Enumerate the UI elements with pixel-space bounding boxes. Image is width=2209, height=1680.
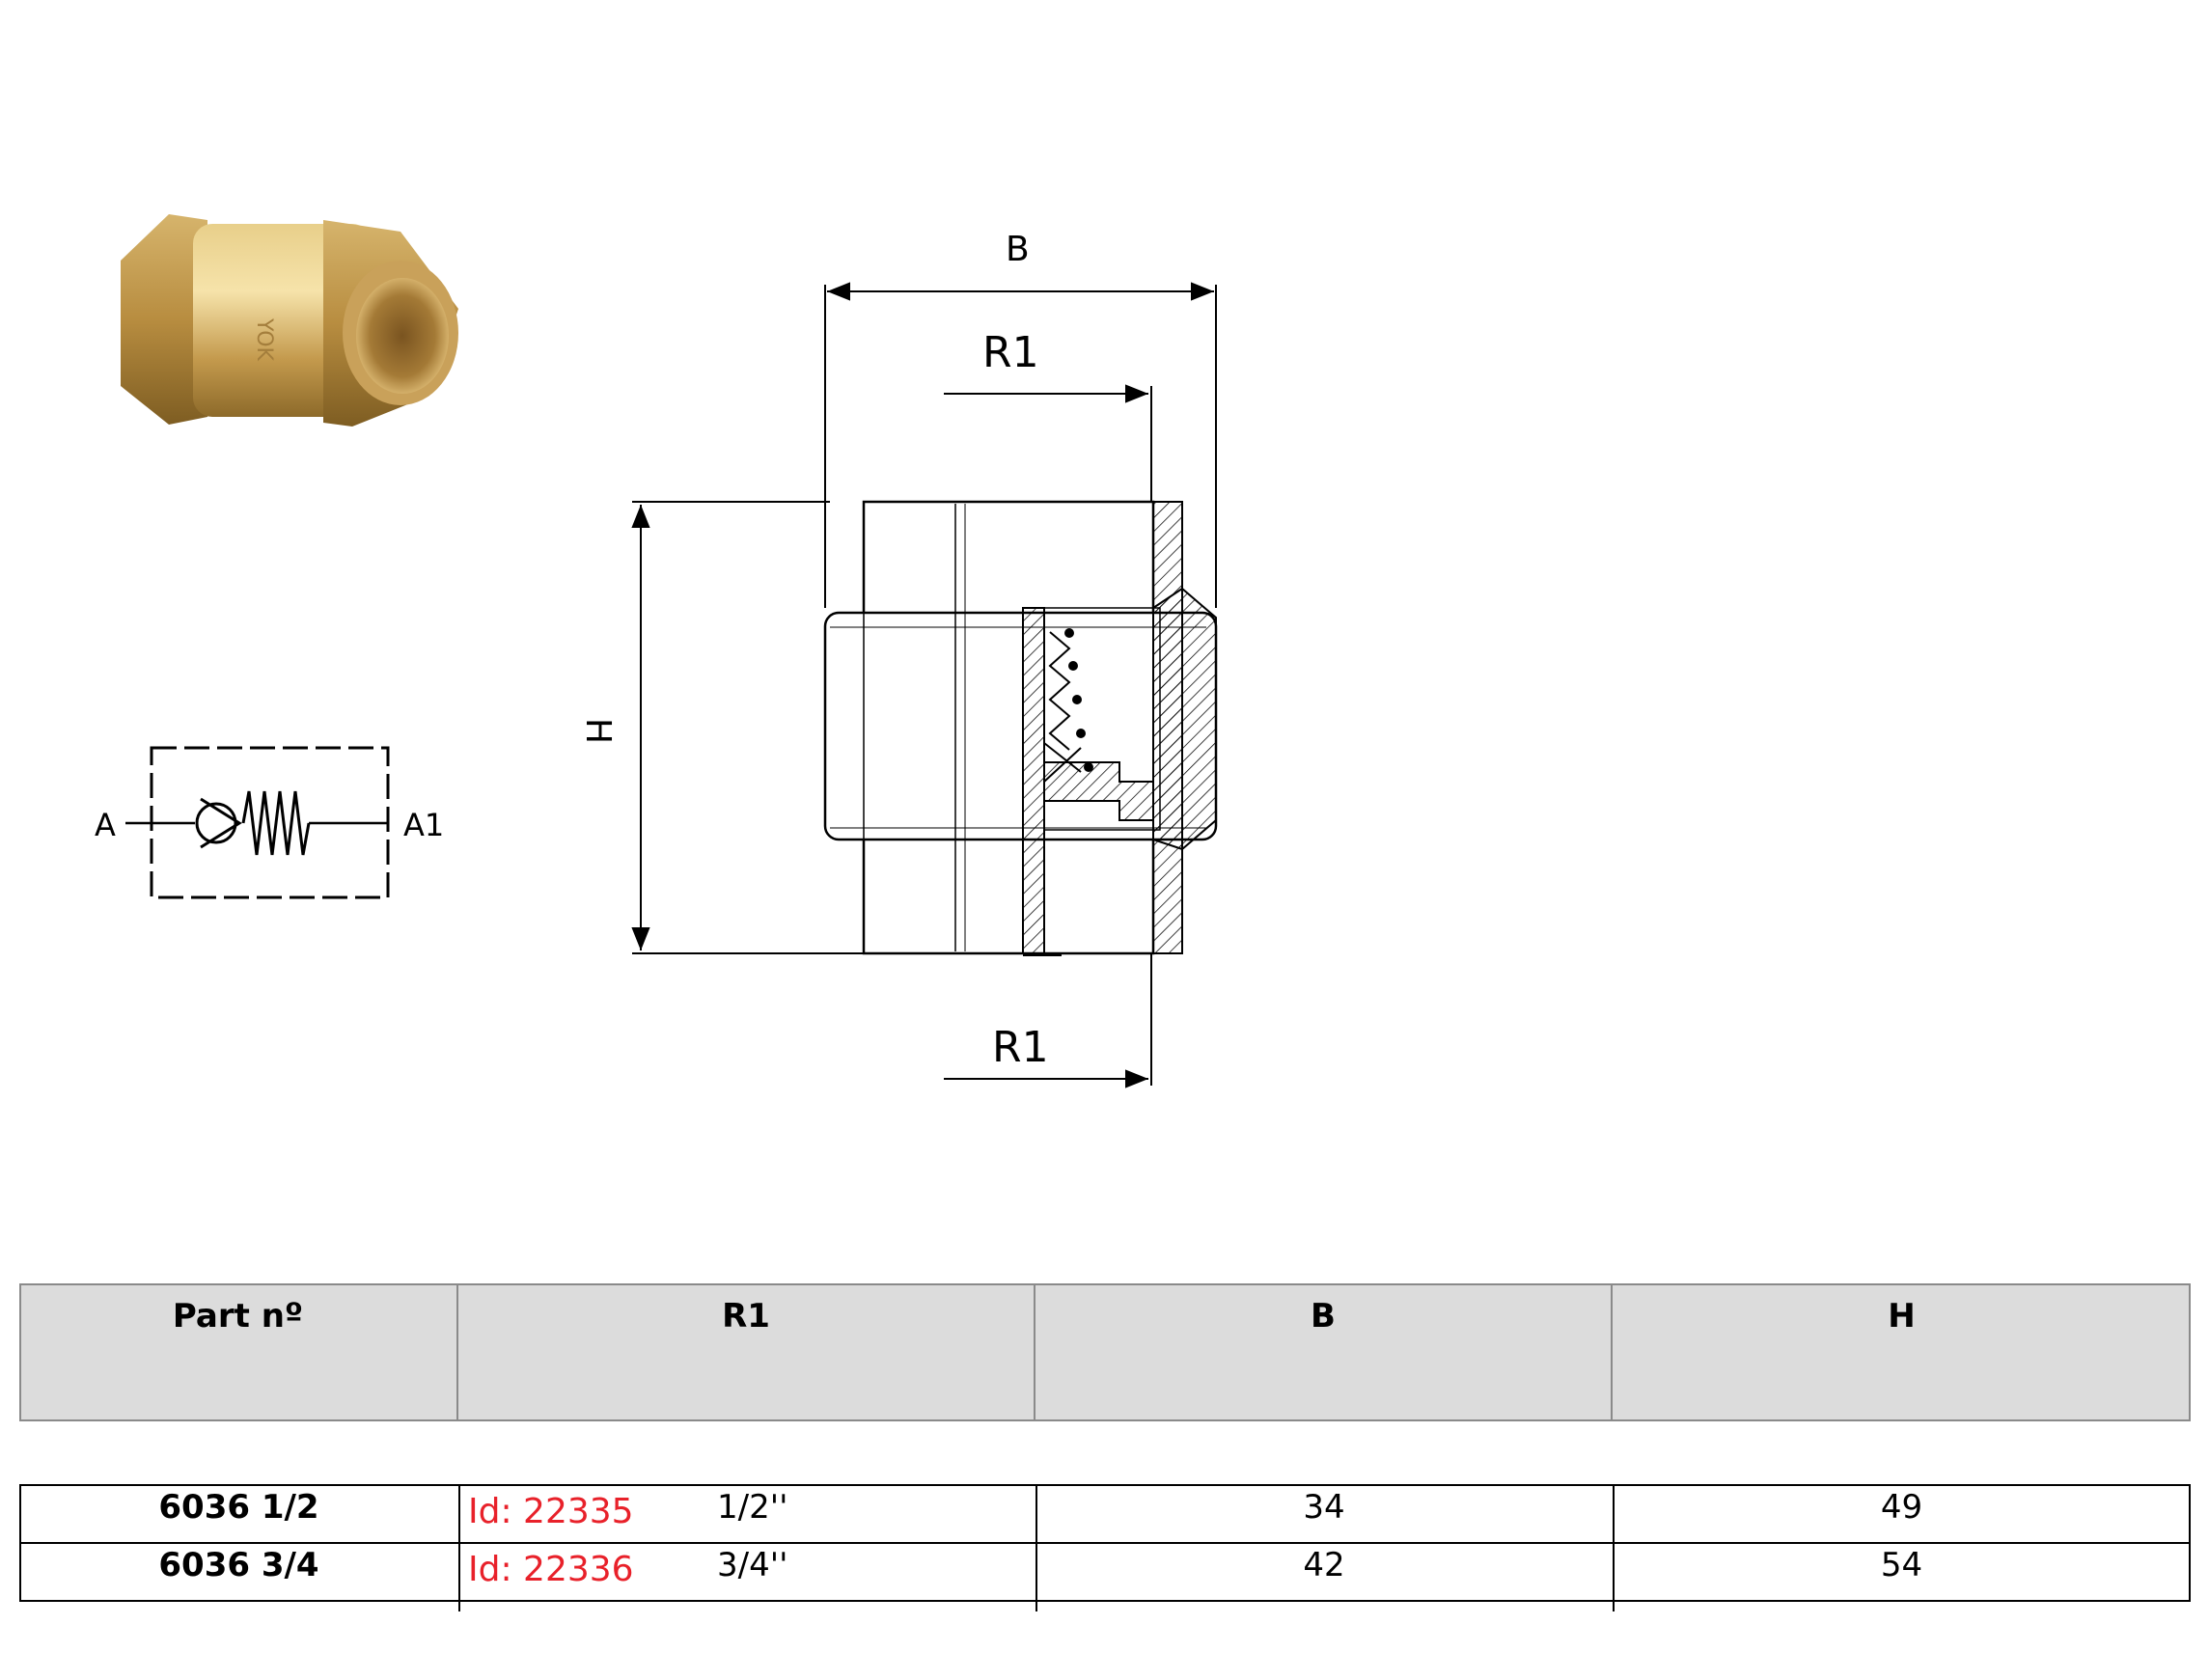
header-b: B: [1035, 1283, 1613, 1421]
dimension-r1-bottom-label: R1: [992, 1023, 1049, 1072]
port-a-label: A: [95, 807, 116, 843]
header-r1: R1: [458, 1283, 1035, 1421]
header-h: H: [1888, 1297, 1916, 1336]
row-1-h: 49: [1880, 1488, 1923, 1527]
row-2-id: Id: 22336: [468, 1550, 634, 1589]
photo-marking: YOK: [252, 317, 276, 362]
dimension-b-label: B: [1006, 230, 1030, 269]
dimension-r1-top-label: R1: [982, 328, 1039, 377]
row-2-b: 42: [1303, 1546, 1345, 1584]
row-2-part-no: 6036 3/4: [158, 1546, 319, 1584]
table-body: [19, 1484, 2191, 1613]
product-photo: YOK: [121, 214, 458, 427]
table-header: [19, 1283, 2191, 1421]
row-1-r1: 1/2'': [717, 1488, 788, 1527]
dimension-h-label: H: [578, 718, 618, 744]
row-1-b: 34: [1303, 1488, 1345, 1527]
technical-drawing: B R1 H R1: [578, 230, 1218, 1088]
row-1-id: Id: 22335: [468, 1492, 634, 1531]
check-valve-symbol: A A1: [95, 746, 444, 899]
row-2-r1: 3/4'': [717, 1546, 788, 1584]
port-a1-label: A1: [403, 807, 444, 843]
row-1-part-no: 6036 1/2: [158, 1488, 319, 1527]
spec-table: Part nº R1 B H 6036 1/2 Id: 22335 1/2'' …: [19, 1283, 2191, 1611]
header-part-no: Part nº: [19, 1283, 458, 1421]
row-2-h: 54: [1880, 1546, 1923, 1584]
